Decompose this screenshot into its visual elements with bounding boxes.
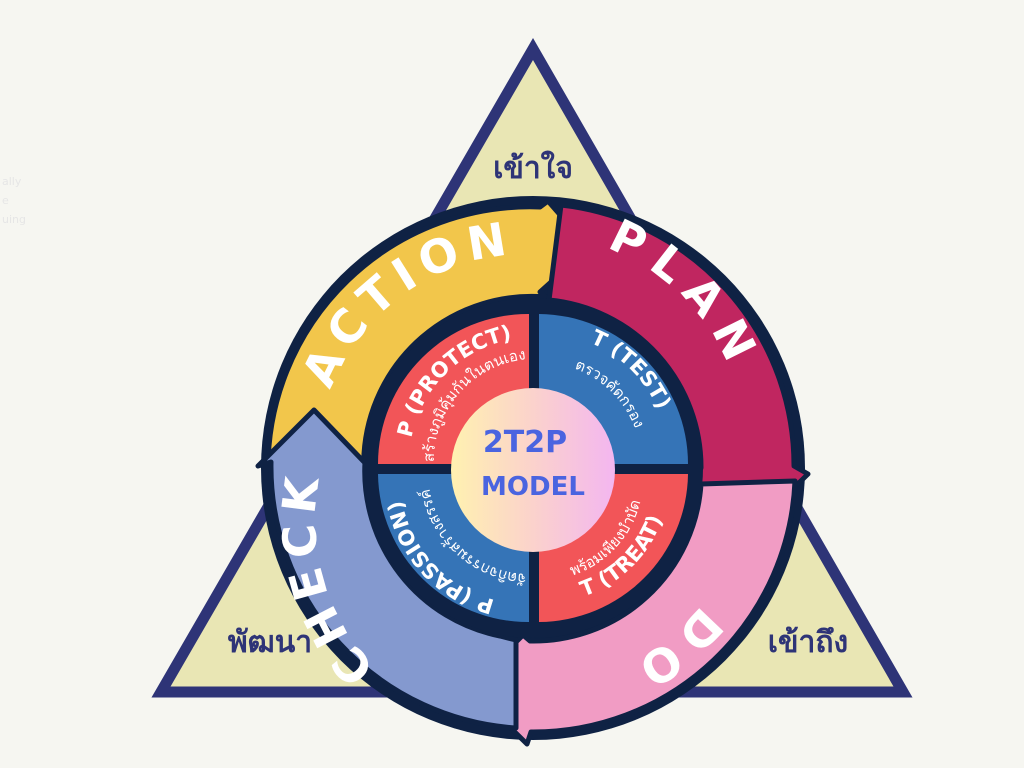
center-title: 2T2P: [483, 425, 567, 460]
side-note: ally e uing: [2, 172, 26, 229]
check-arrow: [255, 407, 519, 731]
center-subtitle: MODEL: [481, 472, 585, 502]
triangle-label-right: เข้าถึง: [768, 625, 848, 660]
side-note-line-1: ally: [2, 175, 22, 188]
side-note-line-3: uing: [2, 213, 26, 226]
triangle-label-top: เข้าใจ: [493, 150, 573, 186]
triangle-label-left: พัฒนา: [228, 625, 312, 660]
action-arrow: [265, 198, 592, 473]
side-note-line-2: e: [2, 194, 9, 207]
center-circle: [451, 388, 615, 552]
do-arrow: [467, 478, 798, 747]
